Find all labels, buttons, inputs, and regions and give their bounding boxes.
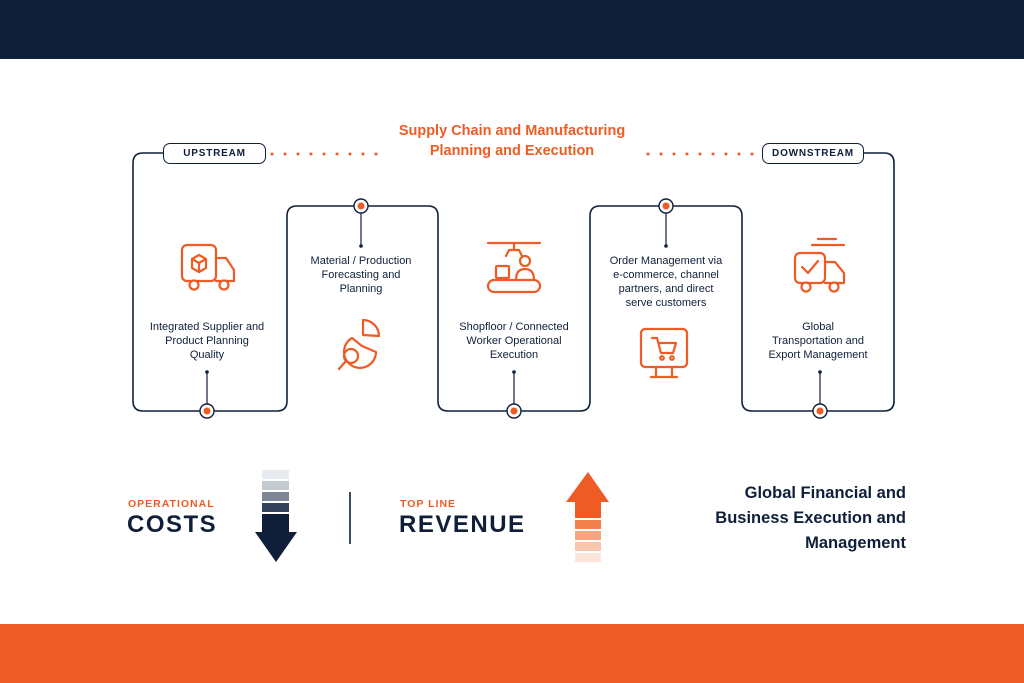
revenue-up-arrow-icon [566,472,609,562]
revenue-kicker: TOP LINE [400,498,457,510]
global-heading-line: Global Financial and [744,484,906,502]
step-3-label: Shopfloor / Connected Worker Operational… [443,320,585,362]
upstream-badge: UPSTREAM [163,143,266,164]
step-5-label-line: Transportation and [772,335,864,347]
downstream-badge: DOWNSTREAM [762,143,864,164]
stem-4-dot [664,244,668,248]
global-heading-line: Management [805,534,906,552]
conveyor-worker-icon [486,241,542,294]
top-band [0,0,1024,59]
step-1-label: Integrated Supplier and Product Planning… [137,320,277,362]
step-3-label-line: Shopfloor / Connected [459,321,569,333]
step-4-label-line: Order Management via [609,255,723,267]
node-5 [812,403,828,419]
step-3-label-line: Worker Operational [466,335,562,347]
step-2-label-line: Forecasting and [321,269,401,281]
step-5-label: Global Transportation and Export Managem… [748,320,888,362]
step-1-label-line: Quality [189,349,225,361]
stem-3-dot [512,370,516,374]
step-2-label-line: Planning [339,283,383,295]
step-5-label-line: Export Management [768,349,868,361]
shopping-cart-monitor-icon [639,327,689,379]
step-5-label-line: Global [802,321,834,333]
global-heading-line: Business Execution and [715,509,906,527]
step-4-label: Order Management via e-commerce, channel… [595,254,737,310]
pie-chart-magnifier-icon [337,318,381,371]
step-4-label-line: partners, and direct [618,283,714,295]
costs-down-arrow-icon [255,470,297,562]
stem-5-dot [818,370,822,374]
step-2-label: Material / Production Forecasting and Pl… [291,254,431,296]
step-3-label-line: Execution [489,349,539,361]
diagram-title: Supply Chain and Manufacturing Planning … [362,121,662,161]
diagram-title-line-2: Planning and Execution [429,143,595,159]
step-4-label-line: serve customers [625,297,707,309]
delivery-truck-box-icon [180,243,236,291]
step-1-label-line: Product Planning [165,335,249,347]
node-1 [199,403,215,419]
diagram-title-line-1: Supply Chain and Manufacturing [398,123,626,139]
step-4-label-line: e-commerce, channel [613,269,719,281]
stem-1-dot [205,370,209,374]
step-2-label-line: Material / Production [310,255,412,267]
global-financial-heading: Global Financial and Business Execution … [640,481,906,556]
node-4 [658,198,674,214]
revenue-title: REVENUE [399,511,526,538]
costs-kicker: OPERATIONAL [128,498,215,510]
node-2 [353,198,369,214]
bottom-band [0,624,1024,683]
stem-2-dot [359,244,363,248]
delivery-truck-check-icon [793,237,846,293]
node-3 [506,403,522,419]
costs-title: COSTS [127,511,218,538]
step-1-label-line: Integrated Supplier and [149,321,265,333]
